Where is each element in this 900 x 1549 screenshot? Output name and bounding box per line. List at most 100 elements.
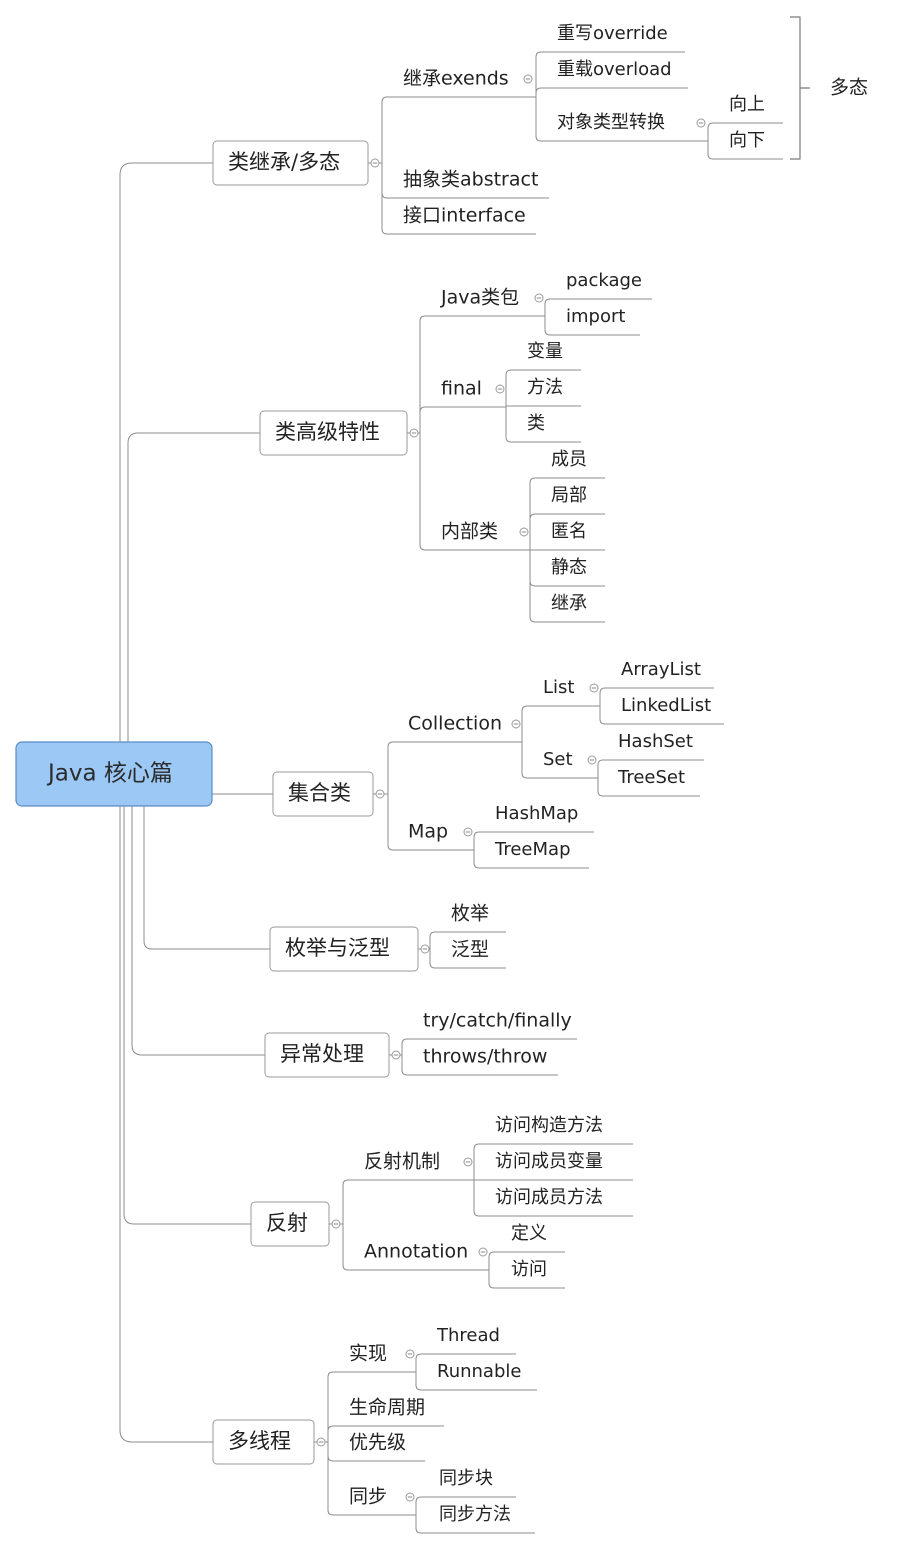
branch-title: 集合类 <box>288 781 351 805</box>
connector <box>415 1353 516 1360</box>
connector <box>544 329 640 336</box>
branch-title: 反射 <box>266 1211 308 1235</box>
topic-node: 反射机制 <box>364 1151 440 1173</box>
connector <box>415 1496 516 1503</box>
topic-node: 同步块 <box>439 1468 493 1489</box>
topic-node: 接口interface <box>403 205 526 227</box>
trunk-connector <box>119 162 213 742</box>
trunk-connector <box>123 806 251 1225</box>
connector <box>415 1384 537 1391</box>
topic-node: 方法 <box>527 377 563 398</box>
collapse-toggle-icon[interactable] <box>409 428 419 438</box>
topic-node: 枚举 <box>451 903 489 925</box>
connector <box>419 315 534 322</box>
topic-node: 重载overload <box>557 59 672 80</box>
branch-title: 类继承/多态 <box>228 150 340 174</box>
topic-node: TreeSet <box>617 767 685 788</box>
topic-node: 生命周期 <box>349 1397 425 1419</box>
collapse-toggle-icon[interactable] <box>463 1157 473 1167</box>
branch-node[interactable] <box>250 1201 330 1247</box>
topic-node: Map <box>408 821 448 843</box>
topic-node: 局部 <box>551 485 587 506</box>
topic-node: 向下 <box>729 130 765 151</box>
root-node[interactable] <box>15 741 213 807</box>
topic-node: 类 <box>527 413 545 434</box>
connector <box>529 616 605 623</box>
connector <box>599 718 724 725</box>
topic-node: try/catch/finally <box>423 1010 572 1032</box>
topic-node: throws/throw <box>423 1046 547 1068</box>
collapse-toggle-icon[interactable] <box>519 527 529 537</box>
topic-node: 同步方法 <box>439 1504 511 1525</box>
collapse-toggle-icon[interactable] <box>405 1492 415 1502</box>
topic-node: 成员 <box>551 449 587 470</box>
collapse-toggle-icon[interactable] <box>331 1219 341 1229</box>
collapse-toggle-icon[interactable] <box>696 118 706 128</box>
topic-node: 变量 <box>527 341 563 362</box>
connector <box>529 580 605 587</box>
connector <box>342 1264 479 1271</box>
collapse-toggle-icon[interactable] <box>495 384 505 394</box>
collapse-toggle-icon[interactable] <box>478 1247 488 1257</box>
connector <box>505 436 581 443</box>
connector <box>488 1282 565 1289</box>
collapse-toggle-icon[interactable] <box>405 1349 415 1359</box>
connector <box>707 153 783 160</box>
connector <box>521 705 590 712</box>
branch-node[interactable] <box>212 140 369 186</box>
topic-node: 访问成员方法 <box>495 1187 603 1208</box>
connector <box>327 1425 444 1432</box>
trunk-connector <box>143 806 270 950</box>
branch-node[interactable] <box>264 1032 390 1078</box>
collapse-toggle-icon[interactable] <box>587 755 597 765</box>
summary-label: 多态 <box>830 77 868 99</box>
connector <box>535 87 688 94</box>
topic-node: 实现 <box>349 1343 387 1365</box>
connector <box>473 1143 633 1150</box>
connector <box>429 931 506 938</box>
branch-node[interactable] <box>269 926 419 972</box>
collapse-toggle-icon[interactable] <box>391 1050 401 1060</box>
connector <box>381 96 525 103</box>
topic-node: 优先级 <box>349 1432 406 1454</box>
connector <box>529 477 605 484</box>
connector <box>327 1509 406 1516</box>
topic-node: Thread <box>436 1325 500 1346</box>
topic-node: HashMap <box>495 803 578 824</box>
collapse-toggle-icon[interactable] <box>370 158 380 168</box>
collapse-toggle-icon[interactable] <box>589 683 599 693</box>
connector <box>488 1251 565 1258</box>
connector <box>419 406 496 413</box>
connector <box>401 1069 558 1076</box>
connector <box>473 1210 633 1217</box>
topic-node: Collection <box>408 713 502 735</box>
topic-node: 访问 <box>511 1259 547 1280</box>
topic-node: 访问成员变量 <box>495 1151 603 1172</box>
topic-node: Set <box>543 749 573 770</box>
topic-node: Annotation <box>364 1241 468 1263</box>
summary-bracket <box>790 16 810 160</box>
collapse-toggle-icon[interactable] <box>534 293 544 303</box>
trunk-connector <box>119 806 213 1443</box>
branch-node[interactable] <box>259 410 408 456</box>
connector <box>544 298 652 305</box>
collapse-toggle-icon[interactable] <box>523 74 533 84</box>
trunk-connector <box>131 806 265 1056</box>
branch-node[interactable] <box>212 1419 315 1465</box>
collapse-toggle-icon[interactable] <box>511 719 521 729</box>
connector-lines <box>119 16 810 1534</box>
topic-node: HashSet <box>618 731 693 752</box>
collapse-toggle-icon[interactable] <box>375 789 385 799</box>
branch-title: 异常处理 <box>280 1042 364 1066</box>
connector <box>387 844 464 851</box>
connector <box>381 228 536 235</box>
topic-node: Runnable <box>437 1361 521 1382</box>
connector <box>327 1371 406 1378</box>
connector <box>401 1038 577 1045</box>
collapse-toggle-icon[interactable] <box>316 1437 326 1447</box>
collapse-toggle-icon[interactable] <box>463 827 473 837</box>
collapse-toggle-icon[interactable] <box>420 944 430 954</box>
topic-node: 继承 <box>551 593 587 614</box>
branch-node[interactable] <box>272 771 374 817</box>
